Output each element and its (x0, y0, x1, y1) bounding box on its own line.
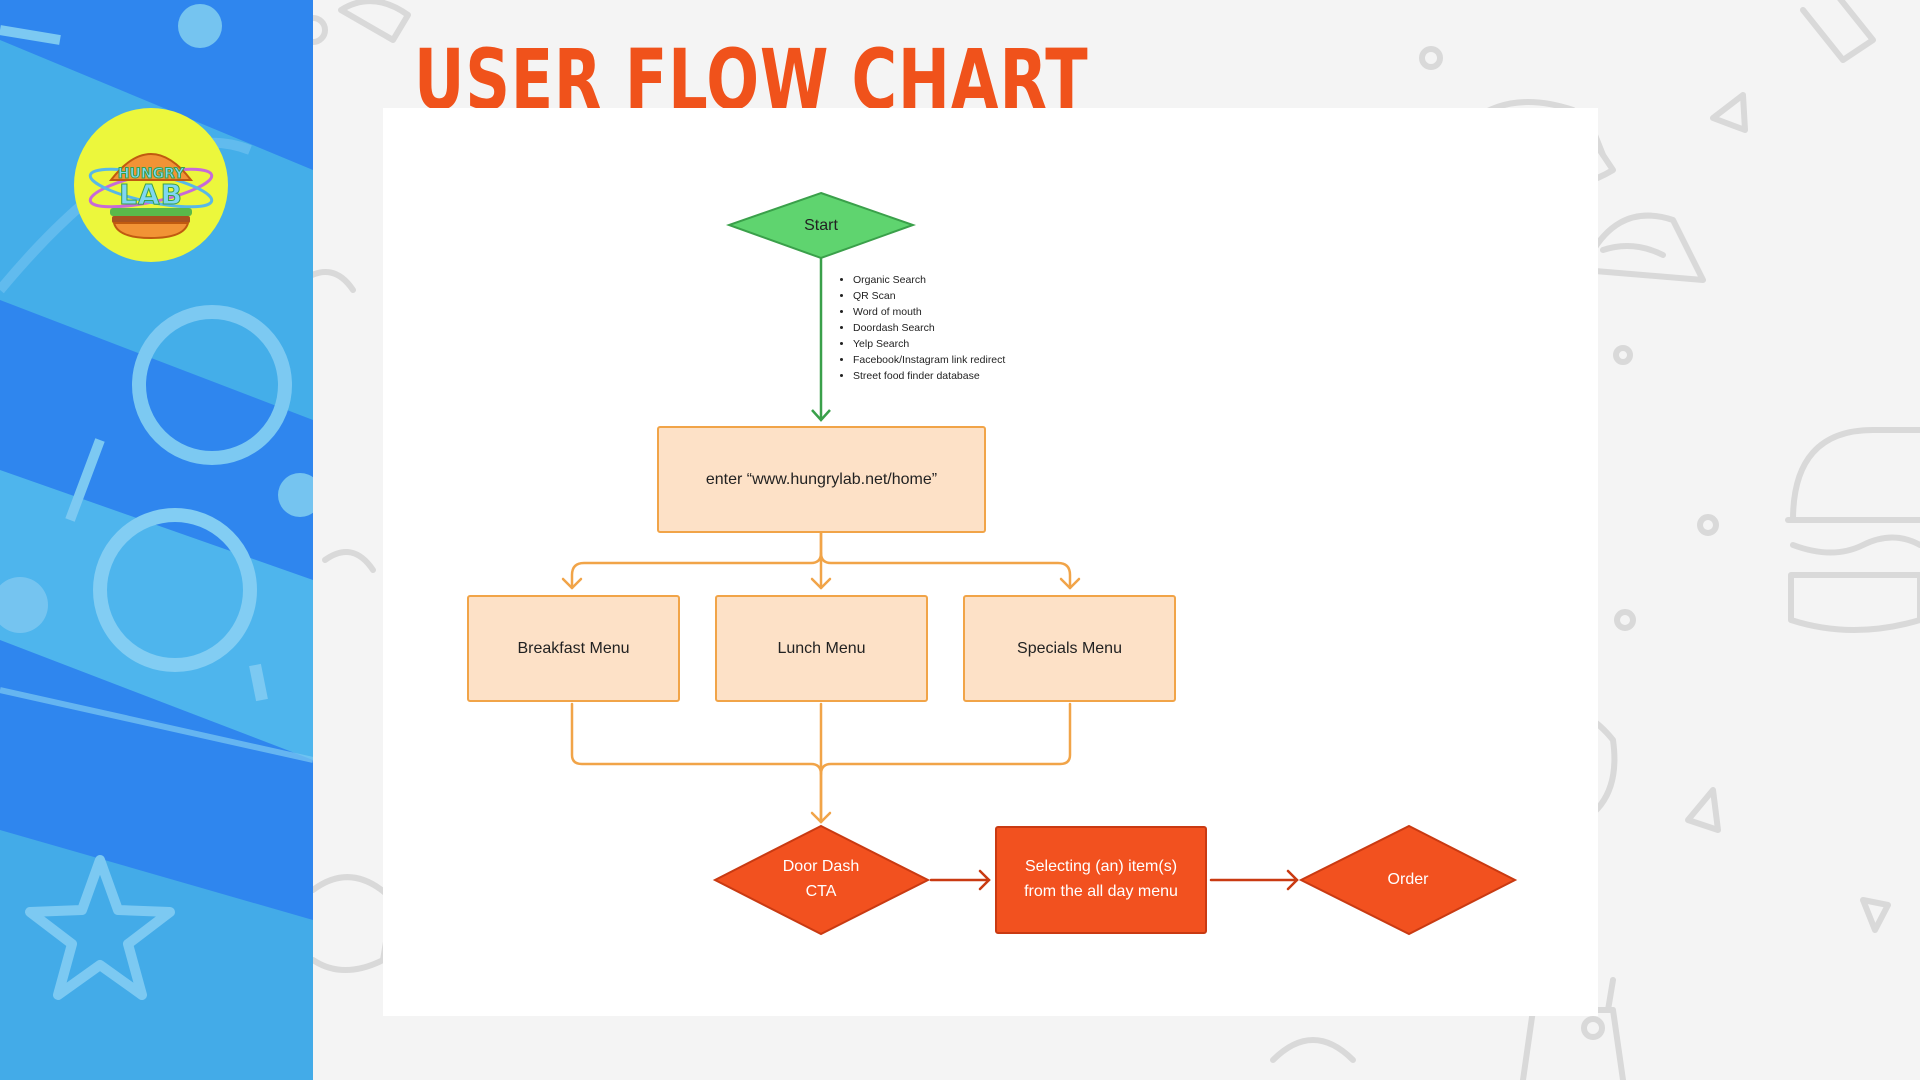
flowchart-panel: Start enter “www.hungrylab.net/home” Bre… (383, 108, 1598, 1016)
connector-to-breakfast (570, 531, 823, 590)
arrow-head-specials (1059, 577, 1081, 590)
list-item: Street food finder database (853, 368, 1028, 384)
order-node: Order (1387, 870, 1429, 888)
cta-diamond-shape (712, 824, 931, 936)
logo-text-lab: LAB (119, 178, 183, 212)
flowchart-connectors (561, 191, 1518, 936)
list-item: Facebook/Instagram link redirect (853, 352, 1028, 368)
list-item: Doordash Search (853, 320, 1028, 336)
list-item: Organic Search (853, 272, 1028, 288)
specials-menu-node: Specials Menu (963, 595, 1176, 702)
cta-line-2: CTA (805, 883, 837, 900)
cta-line-1: Door Dash (782, 858, 860, 876)
logo-text-hungry: HUNGRY (117, 166, 185, 183)
select-line-1: Selecting (an) item(s) (1024, 858, 1178, 876)
select-items-node: Selecting (an) item(s) from the all day … (995, 826, 1207, 934)
connector-to-specials (819, 551, 1072, 590)
lunch-menu-node: Lunch Menu (715, 595, 928, 702)
sidebar-decoration (0, 4, 313, 1080)
sidebar: HUNGRY LAB (0, 0, 313, 1080)
list-item: QR Scan (853, 288, 1028, 304)
arrow-head-order (1286, 869, 1299, 891)
connector-breakfast-merge (570, 702, 823, 824)
select-line-2: from the all day menu (1024, 883, 1178, 900)
enter-url-node: enter “www.hungrylab.net/home” (657, 426, 986, 533)
order-diamond-shape (1298, 824, 1518, 936)
arrow-head-breakfast (561, 577, 583, 590)
start-node: Start (804, 216, 838, 234)
hungry-lab-logo: HUNGRY LAB (74, 108, 228, 262)
connector-specials-merge (819, 702, 1072, 776)
list-item: Yelp Search (853, 336, 1028, 352)
green-arrow-head (811, 409, 831, 422)
arrow-head-select (978, 869, 991, 891)
arrow-head-lunch (810, 577, 832, 590)
traffic-sources-list: Organic Search QR Scan Word of mouth Doo… (836, 272, 1028, 384)
burger-icon (88, 153, 214, 240)
arrow-head-cta (810, 811, 832, 824)
cta-node: Door Dash CTA (715, 848, 927, 912)
breakfast-menu-node: Breakfast Menu (467, 595, 680, 702)
list-item: Word of mouth (853, 304, 1028, 320)
